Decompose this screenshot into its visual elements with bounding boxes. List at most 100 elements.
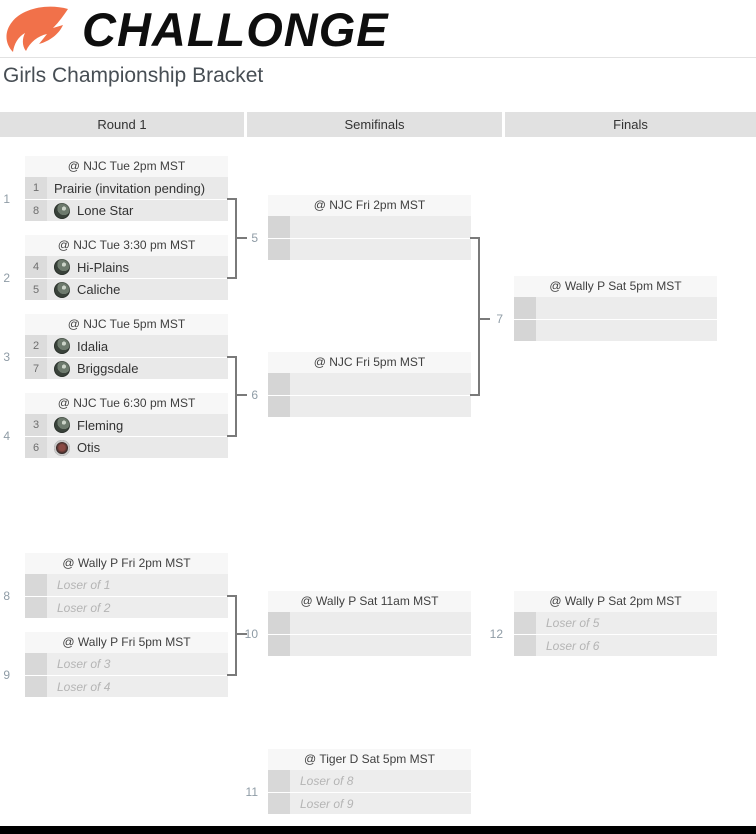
player-slot-loser[interactable]: Loser of 3: [25, 653, 228, 675]
match-number-3: 3: [3, 350, 10, 364]
seed-number: [268, 216, 290, 238]
match-number-4: 4: [3, 429, 10, 443]
match-number-10: 10: [244, 627, 258, 641]
player-slot-loser[interactable]: Loser of 6: [514, 634, 717, 656]
round-header-finals: Finals: [505, 112, 756, 137]
player-name: Hi-Plains: [77, 259, 130, 275]
seed-number: [25, 653, 47, 675]
seed-number: [25, 574, 47, 596]
seed-number: [268, 612, 290, 634]
player-slot-loser[interactable]: Loser of 1: [25, 574, 228, 596]
brand-wordmark: CHALLONGE: [82, 3, 389, 56]
player-name: Briggsdale: [77, 361, 139, 376]
match-number-11: 11: [245, 785, 258, 799]
seed-number: 8: [25, 199, 47, 221]
placeholder-text: Loser of 6: [546, 638, 600, 653]
player-slot-empty[interactable]: [514, 319, 717, 341]
player-slot-prairie[interactable]: 1 Prairie (invitation pending): [25, 177, 228, 199]
player-slot-loser[interactable]: Loser of 4: [25, 675, 228, 697]
match-schedule: @ Tiger D Sat 5pm MST: [268, 749, 471, 770]
placeholder-text: Loser of 4: [57, 679, 111, 694]
seed-number: 7: [25, 357, 47, 379]
bracket-connector: [478, 237, 480, 396]
match-12: @ Wally P Sat 2pm MST Loser of 5 Loser o…: [514, 591, 717, 656]
player-slot-loser[interactable]: Loser of 5: [514, 612, 717, 634]
page-title: Girls Championship Bracket: [3, 64, 264, 87]
player-slot-loser[interactable]: Loser of 2: [25, 596, 228, 618]
match-number-2: 2: [3, 271, 10, 285]
match-10: @ Wally P Sat 11am MST: [268, 591, 471, 656]
header-divider: [0, 57, 756, 58]
seed-number: [514, 319, 536, 341]
seed-number: [268, 634, 290, 656]
player-slot-empty[interactable]: [514, 297, 717, 319]
player-slot-loser[interactable]: Loser of 9: [268, 792, 471, 814]
match-5: @ NJC Fri 2pm MST: [268, 195, 471, 260]
match-schedule: @ NJC Tue 2pm MST: [25, 156, 228, 177]
seed-number: [268, 770, 290, 792]
seed-number: 6: [25, 436, 47, 458]
player-slot-empty[interactable]: [268, 238, 471, 260]
otis-avatar-icon: [54, 439, 70, 456]
player-slot-otis[interactable]: 6 Otis: [25, 436, 228, 458]
placeholder-text: Loser of 5: [546, 616, 600, 630]
team-avatar-icon: [54, 281, 70, 298]
player-slot-briggsdale[interactable]: 7 Briggsdale: [25, 357, 228, 379]
player-slot-empty[interactable]: [268, 395, 471, 417]
player-slot-empty[interactable]: [268, 612, 471, 634]
placeholder-text: Loser of 3: [57, 657, 111, 671]
seed-number: 1: [25, 177, 47, 199]
player-name: Otis: [77, 440, 101, 455]
player-slot-fleming[interactable]: 3 Fleming: [25, 414, 228, 436]
player-slot-empty[interactable]: [268, 373, 471, 395]
match-3: @ NJC Tue 5pm MST 2 Idalia 7 Briggsdale: [25, 314, 228, 379]
challonge-logo-link[interactable]: CHALLONGE: [6, 4, 389, 56]
player-slot-hi-plains[interactable]: 4 Hi-Plains: [25, 256, 228, 278]
player-name: Idalia: [77, 338, 109, 354]
player-slot-idalia[interactable]: 2 Idalia: [25, 335, 228, 357]
placeholder-text: Loser of 8: [300, 774, 354, 788]
bracket-connector: [227, 595, 237, 597]
bracket-connector: [236, 237, 247, 239]
placeholder-text: Loser of 1: [57, 578, 111, 592]
team-avatar-icon: [54, 338, 70, 354]
placeholder-text: Loser of 2: [57, 600, 111, 615]
match-8: @ Wally P Fri 2pm MST Loser of 1 Loser o…: [25, 553, 228, 618]
seed-number: [514, 634, 536, 656]
seed-number: [514, 612, 536, 634]
seed-number: [268, 395, 290, 417]
match-schedule: @ NJC Fri 2pm MST: [268, 195, 471, 216]
bracket-connector: [470, 237, 480, 239]
seed-number: [25, 675, 47, 697]
seed-number: 5: [25, 278, 47, 300]
flame-logo-icon: [6, 6, 68, 52]
player-name: Lone Star: [77, 203, 134, 218]
player-slot-loser[interactable]: Loser of 8: [268, 770, 471, 792]
seed-number: 4: [25, 256, 47, 278]
round-header-round1: Round 1: [0, 112, 244, 137]
player-name: Fleming: [77, 417, 124, 433]
bracket-connector: [227, 198, 237, 200]
team-avatar-icon: [54, 259, 70, 275]
seed-number: [25, 596, 47, 618]
match-11: @ Tiger D Sat 5pm MST Loser of 8 Loser o…: [268, 749, 471, 814]
match-schedule: @ NJC Tue 5pm MST: [25, 314, 228, 335]
bracket-connector: [235, 595, 237, 676]
seed-number: 2: [25, 335, 47, 357]
player-slot-lone-star[interactable]: 8 Lone Star: [25, 199, 228, 221]
bracket-connector: [235, 356, 237, 437]
bracket-connector: [227, 435, 237, 437]
team-avatar-icon: [54, 360, 70, 377]
seed-number: [514, 297, 536, 319]
bracket-connector: [236, 394, 247, 396]
match-schedule: @ NJC Tue 6:30 pm MST: [25, 393, 228, 414]
player-slot-empty[interactable]: [268, 216, 471, 238]
match-number-5: 5: [251, 231, 258, 245]
match-number-8: 8: [3, 589, 10, 603]
match-number-1: 1: [3, 192, 10, 206]
player-slot-empty[interactable]: [268, 634, 471, 656]
player-slot-caliche[interactable]: 5 Caliche: [25, 278, 228, 300]
player-name: Prairie (invitation pending): [54, 180, 206, 196]
match-4: @ NJC Tue 6:30 pm MST 3 Fleming 6 Otis: [25, 393, 228, 458]
